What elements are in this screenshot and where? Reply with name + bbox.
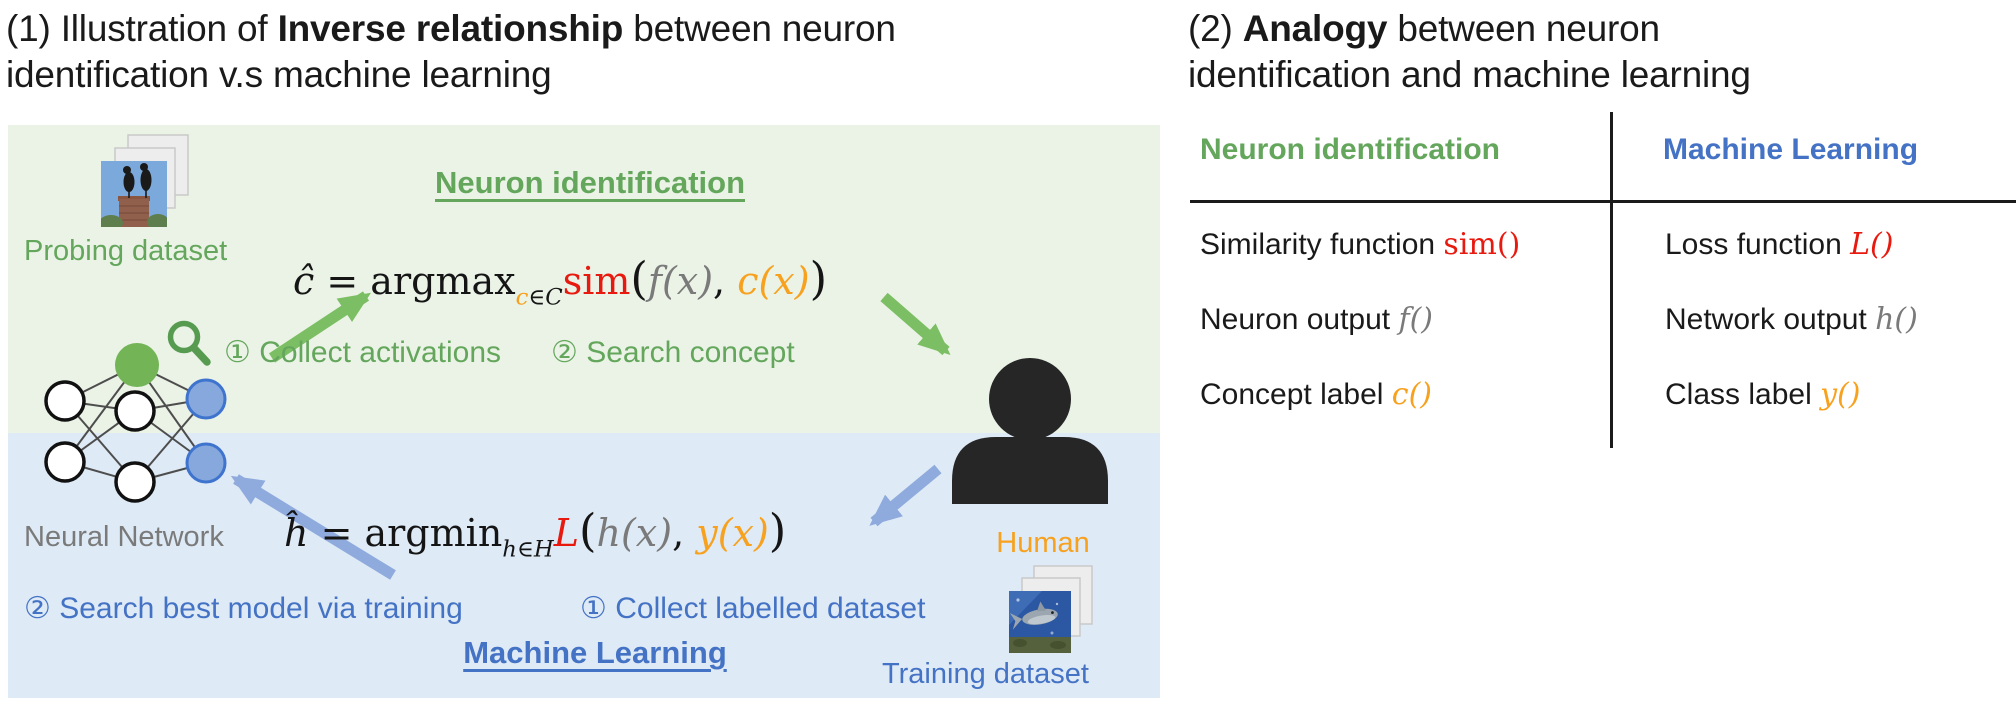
diagram-graphics xyxy=(44,134,1108,653)
formula-part: ) xyxy=(768,504,787,557)
formula-part: c xyxy=(515,284,529,311)
right-figure-title: (2) Analogy between neuron identificatio… xyxy=(1188,6,2008,98)
collect-dataset-arrow-icon xyxy=(869,464,942,527)
magnifier-icon xyxy=(167,320,211,366)
table-header-machine-learning: Machine Learning xyxy=(1663,133,1919,166)
network-nodes xyxy=(44,343,227,503)
formula-part: ∈ xyxy=(528,284,546,311)
formula-part: C xyxy=(545,284,563,311)
formula-part: sim() xyxy=(1443,227,1521,262)
step-search-model: ② Search best model via training xyxy=(24,592,463,625)
bird-photo-icon xyxy=(101,161,167,227)
formula-part: ( xyxy=(630,252,648,305)
neural-network-label: Neural Network xyxy=(24,521,224,553)
table-cell-class-label: Class label y() xyxy=(1665,377,1860,412)
title-bold-text: Analogy xyxy=(1242,8,1388,49)
formula-part: H xyxy=(533,536,554,563)
formula-part: h xyxy=(502,536,517,563)
output-node xyxy=(185,442,227,484)
probing-photo-stack-icon xyxy=(101,134,189,227)
formula-part: ( xyxy=(579,504,597,557)
table-cell-loss-function: Loss function L() xyxy=(1665,227,1893,262)
formula-part: f(x) xyxy=(647,259,714,303)
formula-part: y() xyxy=(1820,377,1861,412)
formula-part: ĉ xyxy=(293,259,315,303)
formula-part: h() xyxy=(1875,302,1918,337)
human-icon xyxy=(952,358,1108,504)
step-search-concept: ② Search concept xyxy=(551,336,795,369)
title-text: (1) Illustration of xyxy=(6,8,278,49)
table-header-rule xyxy=(1190,200,2016,203)
hidden-node xyxy=(114,461,156,503)
formula-part: c(x) xyxy=(725,259,810,303)
search-model-arrow-icon xyxy=(230,474,396,580)
formula-part: Network output xyxy=(1665,303,1876,336)
output-node xyxy=(185,378,227,420)
shark-photo-icon xyxy=(1009,591,1071,653)
formula-part: Neuron output xyxy=(1200,303,1399,336)
formula-part: f() xyxy=(1398,302,1433,337)
formula-part: , xyxy=(672,511,685,555)
inverse-relationship-diagram: Neuron identification Probing dataset ĉ … xyxy=(8,125,1160,698)
collect-activations-arrow-icon xyxy=(268,291,372,363)
table-cell-neuron-output: Neuron output f() xyxy=(1200,302,1433,337)
hidden-node xyxy=(114,390,156,432)
formula-part: L xyxy=(553,511,579,555)
title-line-1: (2) Analogy between neuron xyxy=(1188,6,2008,52)
machine-learning-formula: ĥ = argminh∈HL(h(x), y(x)) xyxy=(284,503,786,564)
left-figure-title: (1) Illustration of Inverse relationship… xyxy=(6,6,1156,98)
formula-part: Class label xyxy=(1665,378,1821,411)
formula-part: Concept label xyxy=(1200,378,1392,411)
formula-part: = argmax xyxy=(314,259,516,303)
formula-part: Similarity function xyxy=(1200,228,1444,261)
neuron-identification-formula: ĉ = argmaxc∈Csim(f(x), c(x)) xyxy=(293,251,827,312)
probing-dataset-label: Probing dataset xyxy=(24,235,228,267)
table-cell-network-output: Network output h() xyxy=(1665,302,1918,337)
probed-neuron-node xyxy=(115,343,159,387)
title-text: (2) xyxy=(1188,8,1243,49)
table-cell-similarity-function: Similarity function sim() xyxy=(1200,227,1520,262)
step-collect-dataset: ① Collect labelled dataset xyxy=(580,592,926,625)
human-label: Human xyxy=(996,527,1090,559)
title-text: between neuron xyxy=(623,8,896,49)
title-text: between neuron xyxy=(1387,8,1660,49)
input-node xyxy=(44,380,86,422)
training-dataset-label: Training dataset xyxy=(882,658,1089,690)
search-concept-arrow-icon xyxy=(880,292,951,356)
formula-part: c() xyxy=(1391,377,1433,412)
formula-part: ) xyxy=(809,252,828,305)
title-line-2: identification and machine learning xyxy=(1188,54,1751,95)
table-column-divider xyxy=(1610,112,1613,448)
title-line-2: identification v.s machine learning xyxy=(6,54,552,95)
step-collect-activations: ① Collect activations xyxy=(224,336,502,369)
formula-part: h(x) xyxy=(596,511,673,555)
title-line-1: (1) Illustration of Inverse relationship… xyxy=(6,6,1156,52)
formula-part: L() xyxy=(1850,227,1894,262)
formula-part: y(x) xyxy=(684,511,769,555)
table-header-neuron-identification: Neuron identification xyxy=(1200,133,1500,166)
machine-learning-section-title: Machine Learning xyxy=(463,635,727,670)
training-photo-stack-icon xyxy=(1009,565,1093,653)
input-node xyxy=(44,441,86,483)
neuron-identification-section-title: Neuron identification xyxy=(435,165,745,200)
formula-part: = argmin xyxy=(308,511,503,555)
formula-part: ĥ xyxy=(284,511,309,555)
formula-part: sim xyxy=(562,259,631,303)
formula-part: Loss function xyxy=(1665,228,1851,261)
formula-part: , xyxy=(713,259,726,303)
title-bold-text: Inverse relationship xyxy=(277,8,624,49)
formula-part: ∈ xyxy=(516,536,534,563)
table-cell-concept-label: Concept label c() xyxy=(1200,377,1432,412)
